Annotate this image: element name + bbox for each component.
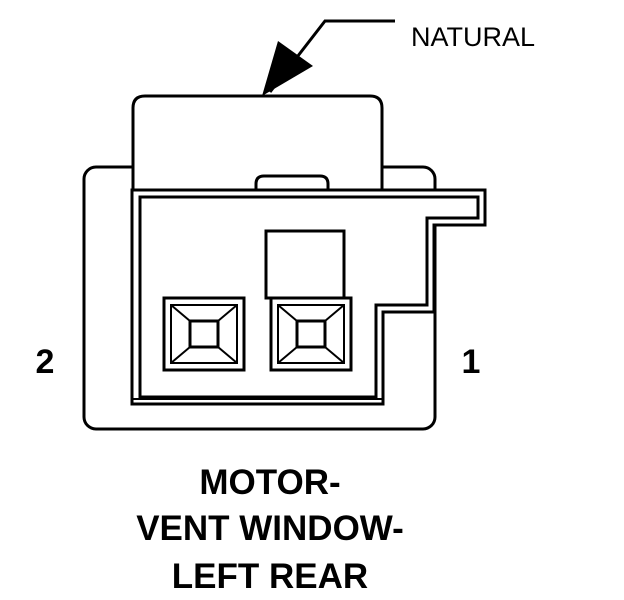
terminal-cavity-pin-1 [269,296,353,372]
connector-face-inner [138,195,480,399]
terminal-cavity-pin-2 [162,296,246,372]
title-line-2: VENT WINDOW- [136,509,404,548]
pin-label-2: 2 [36,343,55,381]
title-line-3: LEFT REAR [172,557,368,596]
callout-arrowhead [262,41,313,96]
connector-key-slot [264,229,346,300]
callout-leader [262,19,395,96]
title-line-1: MOTOR- [199,463,340,502]
callout-label: NATURAL [411,22,535,52]
connector-latch-tab [131,94,384,192]
connector-key-bump [254,174,330,190]
pin-label-1: 1 [462,343,481,381]
